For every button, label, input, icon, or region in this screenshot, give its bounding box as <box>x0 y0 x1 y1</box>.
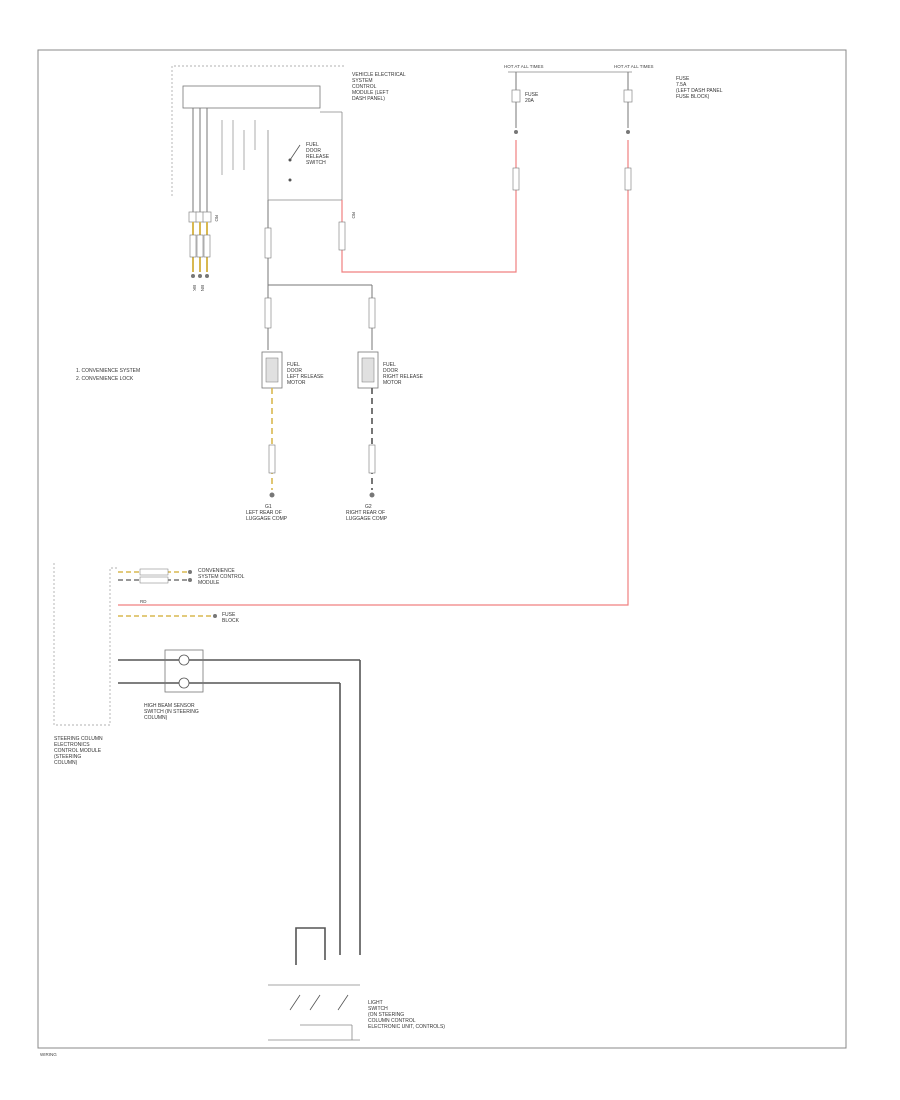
lower-module-label: STEERING COLUMN ELECTRONICS CONTROL MODU… <box>54 736 103 766</box>
svg-text:LIGHT: LIGHT <box>368 1000 383 1006</box>
fuse-right <box>623 72 633 134</box>
svg-text:ELECTRONICS: ELECTRONICS <box>54 742 90 748</box>
svg-text:SWITCH (IN STEERING: SWITCH (IN STEERING <box>144 709 199 715</box>
svg-text:ELECTRONIC UNIT, CONTROLS): ELECTRONIC UNIT, CONTROLS) <box>368 1024 445 1030</box>
high-beam-sensor-label: HIGH BEAM SENSOR SWITCH (IN STEERING COL… <box>144 703 199 721</box>
lower-module-output-labels: CONVENIENCE SYSTEM CONTROL MODULE RD FUS… <box>140 568 245 624</box>
svg-text:RELEASE: RELEASE <box>306 154 330 160</box>
svg-text:G1: G1 <box>265 504 272 510</box>
svg-text:LUGGAGE COMP: LUGGAGE COMP <box>346 516 388 522</box>
svg-text:HOT AT ALL TIMES: HOT AT ALL TIMES <box>504 64 544 69</box>
svg-text:COLUMN): COLUMN) <box>54 760 78 766</box>
svg-text:(STEERING: (STEERING <box>54 754 81 760</box>
svg-text:LEFT REAR OF: LEFT REAR OF <box>246 510 282 516</box>
svg-text:FUSE BLOCK): FUSE BLOCK) <box>676 94 710 100</box>
svg-text:RIGHT REAR OF: RIGHT REAR OF <box>346 510 385 516</box>
ground-left: G1 LEFT REAR OF LUGGAGE COMP <box>246 492 288 522</box>
bottom-light-switch <box>268 927 360 1041</box>
top-module-box <box>182 85 321 109</box>
connector-left-fuse <box>512 167 520 191</box>
svg-text:DASH PANEL): DASH PANEL) <box>352 96 385 102</box>
motor-feed-wires <box>264 200 376 350</box>
svg-text:COLUMN CONTROL: COLUMN CONTROL <box>368 1018 416 1024</box>
svg-text:BLOCK: BLOCK <box>222 618 240 624</box>
svg-text:CONVENIENCE: CONVENIENCE <box>198 568 235 574</box>
motor-left-label: FUEL DOOR LEFT RELEASE MOTOR <box>287 362 324 386</box>
fuse-left-label: HOT AT ALL TIMES FUSE 20A <box>504 64 544 104</box>
top-left-connector <box>188 211 212 278</box>
svg-text:SWITCH: SWITCH <box>368 1006 388 1012</box>
fuel-door-switch-label: FUEL DOOR RELEASE SWITCH <box>306 142 330 166</box>
bottom-light-switch-label: LIGHT SWITCH (ON STEERING COLUMN CONTROL… <box>368 1000 445 1030</box>
svg-text:20A: 20A <box>525 98 535 104</box>
fuse-left <box>508 71 632 134</box>
ground-right: G2 RIGHT REAR OF LUGGAGE COMP <box>346 492 388 522</box>
top-module-label: VEHICLE ELECTRICAL SYSTEM CONTROL MODULE… <box>352 72 406 102</box>
svg-text:MOTOR: MOTOR <box>383 380 402 386</box>
lower-module-outputs <box>118 568 217 618</box>
svg-text:BN: BN <box>200 285 205 291</box>
legend: 1. CONVENIENCE SYSTEM 2. CONVENIENCE LOC… <box>76 368 140 382</box>
red-wire-left-fuse <box>341 140 517 273</box>
svg-text:RIGHT RELEASE: RIGHT RELEASE <box>383 374 424 380</box>
red-wire-right-fuse <box>118 140 629 606</box>
svg-text:HOT AT ALL TIMES: HOT AT ALL TIMES <box>614 64 654 69</box>
diagram-border <box>37 49 847 1049</box>
connector-switch-feed <box>338 221 346 251</box>
svg-text:7.5A: 7.5A <box>676 82 687 88</box>
svg-text:HIGH BEAM SENSOR: HIGH BEAM SENSOR <box>144 703 195 709</box>
svg-text:VEHICLE ELECTRICAL: VEHICLE ELECTRICAL <box>352 72 406 78</box>
high-beam-sensor <box>118 649 361 955</box>
svg-text:RD: RD <box>140 599 147 604</box>
svg-text:1. CONVENIENCE SYSTEM: 1. CONVENIENCE SYSTEM <box>76 368 140 374</box>
svg-text:FUEL: FUEL <box>306 142 319 148</box>
svg-text:DOOR: DOOR <box>306 148 321 154</box>
footer-text: WIRING <box>40 1052 57 1057</box>
svg-text:CONTROL MODULE: CONTROL MODULE <box>54 748 102 754</box>
svg-text:LEFT RELEASE: LEFT RELEASE <box>287 374 324 380</box>
svg-text:RD: RD <box>214 215 219 222</box>
svg-text:FUSE: FUSE <box>222 612 236 618</box>
svg-text:(ON STEERING: (ON STEERING <box>368 1012 404 1018</box>
svg-text:MOTOR: MOTOR <box>287 380 306 386</box>
top-module-pins <box>192 108 343 212</box>
svg-text:FUSE: FUSE <box>525 92 539 98</box>
svg-text:DOOR: DOOR <box>287 368 302 374</box>
svg-text:(LEFT DASH PANEL: (LEFT DASH PANEL <box>676 88 723 94</box>
svg-text:DOOR: DOOR <box>383 368 398 374</box>
svg-text:SYSTEM CONTROL: SYSTEM CONTROL <box>198 574 245 580</box>
top-module-dashed-outline <box>171 65 345 196</box>
fuel-door-switch <box>267 130 342 201</box>
svg-text:FUEL: FUEL <box>287 362 300 368</box>
svg-text:STEERING COLUMN: STEERING COLUMN <box>54 736 103 742</box>
connector-right-fuse <box>624 167 632 191</box>
switch-feed-tag: RD <box>351 212 356 219</box>
svg-text:SWITCH: SWITCH <box>306 160 326 166</box>
svg-text:MODULE (LEFT: MODULE (LEFT <box>352 90 389 96</box>
fuse-right-label: HOT AT ALL TIMES FUSE 7.5A (LEFT DASH PA… <box>614 64 723 100</box>
svg-text:2. CONVENIENCE LOCK: 2. CONVENIENCE LOCK <box>76 376 134 382</box>
motor-right <box>357 351 379 490</box>
svg-text:G2: G2 <box>365 504 372 510</box>
svg-text:FUEL: FUEL <box>383 362 396 368</box>
lower-module-dashed-outline <box>53 563 118 726</box>
svg-text:MODULE: MODULE <box>198 580 220 586</box>
svg-text:COLUMN): COLUMN) <box>144 715 168 721</box>
motor-right-label: FUEL DOOR RIGHT RELEASE MOTOR <box>383 362 424 386</box>
svg-text:LUGGAGE COMP: LUGGAGE COMP <box>246 516 288 522</box>
svg-text:CONTROL: CONTROL <box>352 84 377 90</box>
motor-left <box>261 351 283 490</box>
svg-text:FUSE: FUSE <box>676 76 690 82</box>
svg-text:SYSTEM: SYSTEM <box>352 78 373 84</box>
svg-text:BK: BK <box>192 285 197 291</box>
top-left-connector-labels: RD BK BN <box>192 215 219 291</box>
